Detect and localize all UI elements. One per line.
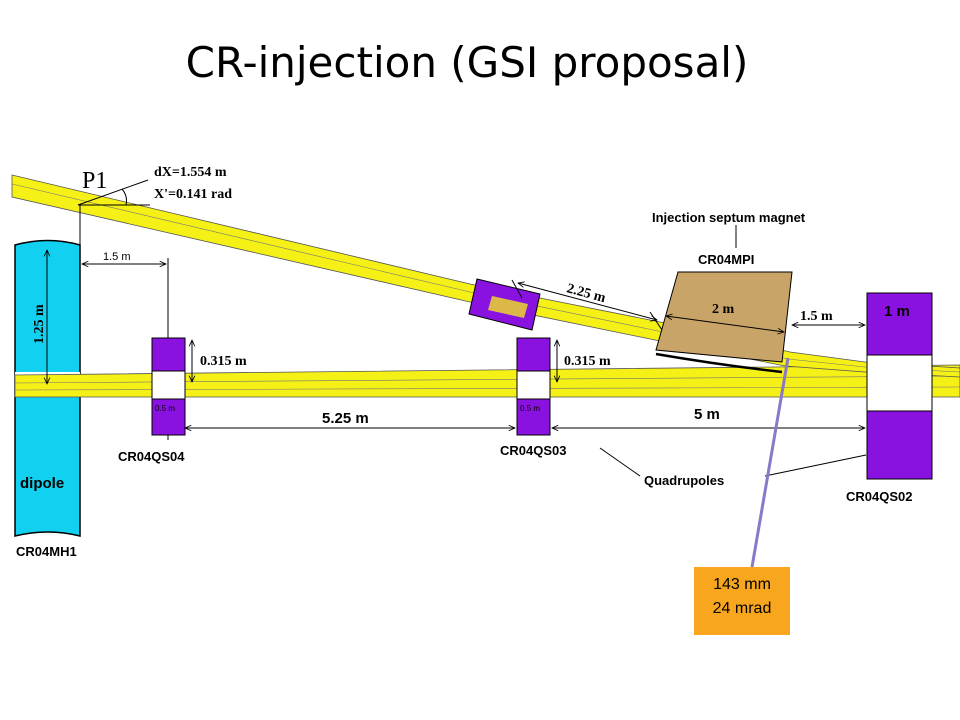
dim-1-25m: 1.25 m bbox=[32, 304, 47, 344]
kicker-magnet bbox=[468, 278, 541, 331]
p1-label: P1 bbox=[82, 168, 107, 194]
cr04mpi-label: CR04MPI bbox=[698, 252, 754, 267]
dx-label: dX=1.554 m bbox=[154, 165, 227, 180]
dimension-lines bbox=[47, 179, 867, 477]
injection-septum-label: Injection septum magnet bbox=[652, 210, 806, 225]
cr04mh1-label: CR04MH1 bbox=[16, 544, 77, 559]
callout-line-1: 143 mm bbox=[713, 576, 771, 593]
quadrupole-qs04 bbox=[151, 337, 186, 436]
quadrupole-qs03 bbox=[516, 337, 551, 436]
callout-line-2: 24 mrad bbox=[712, 600, 772, 617]
dim-0-315m-b: 0.315 m bbox=[564, 354, 611, 369]
dim-0-315m-a: 0.315 m bbox=[200, 354, 247, 369]
callout-box: 143 mm 24 mrad bbox=[694, 567, 790, 635]
dim-2-25m: 2.25 m bbox=[565, 281, 608, 306]
injection-septum-magnet bbox=[655, 225, 793, 374]
qs02-label: CR04QS02 bbox=[846, 489, 912, 504]
dipole-label: dipole bbox=[20, 475, 64, 492]
dim-2m: 2 m bbox=[712, 302, 735, 317]
xprime-label: X'=0.141 rad bbox=[154, 187, 232, 202]
page-title: CR-injection (GSI proposal) bbox=[185, 38, 749, 87]
quadrupole-qs02 bbox=[866, 292, 933, 480]
dim-5m: 5 m bbox=[694, 406, 720, 423]
qs03-label: CR04QS03 bbox=[500, 443, 566, 458]
dim-1m: 1 m bbox=[884, 303, 910, 320]
dim-0-5m-a: 0.5 m bbox=[155, 404, 175, 413]
dim-1-5m-right: 1.5 m bbox=[800, 309, 833, 324]
dim-1-5m-left: 1.5 m bbox=[103, 251, 131, 263]
dim-0-5m-b: 0.5 m bbox=[520, 404, 540, 413]
quadrupoles-label: Quadrupoles bbox=[644, 473, 724, 488]
dim-5-25m: 5.25 m bbox=[322, 410, 369, 427]
qs04-label: CR04QS04 bbox=[118, 449, 185, 464]
callout-pointer bbox=[750, 357, 790, 568]
